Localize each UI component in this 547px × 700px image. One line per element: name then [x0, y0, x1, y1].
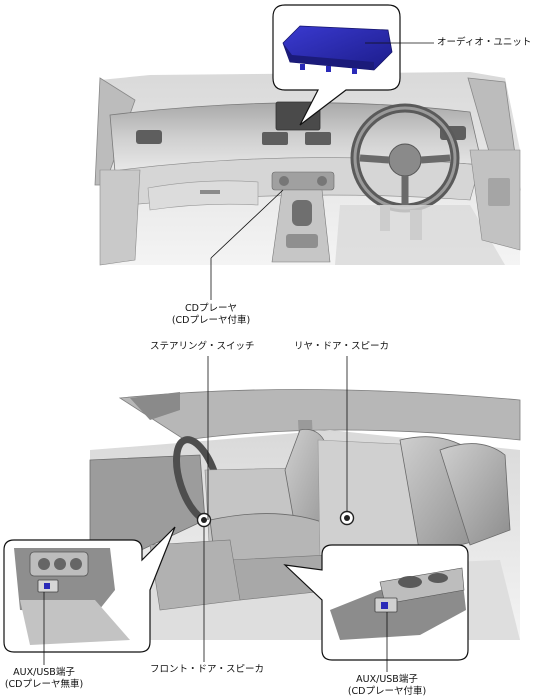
label-cd-player-line1: CDプレーヤ: [185, 303, 237, 314]
label-aux-usb-cd: AUX/USB端子 (CDプレーヤ付車): [347, 674, 427, 698]
aux-usb-cd-callout: [283, 544, 469, 672]
cabin-side-illustration: [89, 389, 521, 640]
label-cd-player: CDプレーヤ (CDプレーヤ付車): [171, 303, 251, 327]
rear-door-speaker: [339, 510, 355, 526]
label-aux-usb-no-cd-line2: (CDプレーヤ無車): [4, 679, 84, 690]
label-cd-player-line2: (CDプレーヤ付車): [171, 315, 251, 326]
label-aux-usb-cd-line2: (CDプレーヤ付車): [347, 686, 427, 697]
audio-unit-callout: [272, 4, 434, 126]
aux-usb-no-cd-callout: [3, 526, 176, 665]
dashboard-illustration: [94, 72, 521, 266]
aux-usb-port-no-cd: [44, 583, 50, 589]
label-front-door-speaker: フロント・ドア・スピーカ: [150, 664, 265, 675]
aux-usb-port-cd: [381, 602, 388, 609]
label-audio-unit: オーディオ・ユニット: [437, 37, 532, 48]
label-aux-usb-cd-line1: AUX/USB端子: [356, 674, 418, 685]
label-aux-usb-no-cd-line1: AUX/USB端子: [13, 667, 75, 678]
front-door-speaker: [196, 512, 212, 528]
label-aux-usb-no-cd: AUX/USB端子 (CDプレーヤ無車): [4, 667, 84, 691]
label-steering-switch: ステアリング・スイッチ: [150, 341, 255, 352]
label-rear-door-speaker: リヤ・ドア・スピーカ: [294, 341, 390, 352]
